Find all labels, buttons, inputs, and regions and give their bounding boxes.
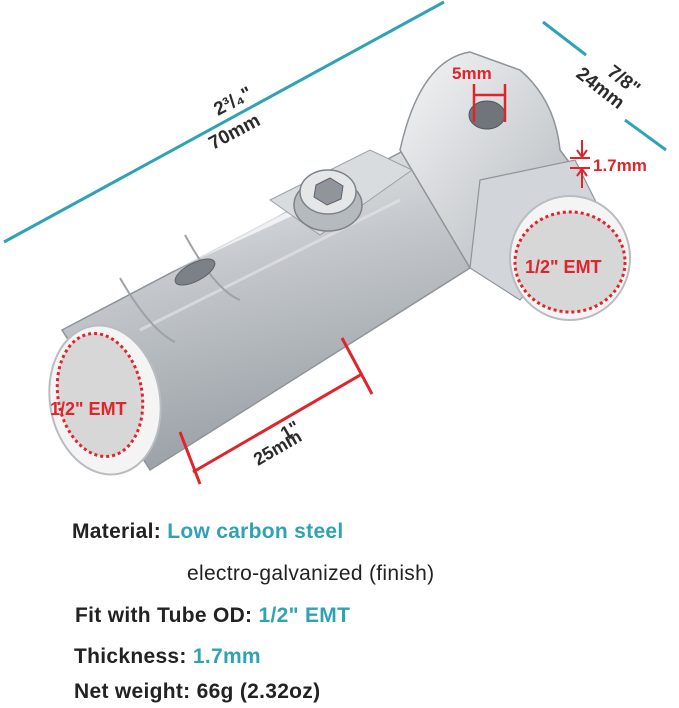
length-dimension-line <box>3 0 445 244</box>
pipe-fitting-illustration <box>48 51 631 476</box>
thickness-value: 1.7mm <box>192 645 261 668</box>
left-bore-marker <box>55 332 145 458</box>
right-bore-label: 1/2" EMT <box>525 257 602 277</box>
spec-thickness: Thickness: 1.7mm <box>74 645 261 669</box>
product-dimension-diagram: 2³/₄" 70mm 7/8" 24mm 5mm 1.7mm 1/2" EMT … <box>3 0 667 485</box>
width-dimension-line-lower <box>624 118 667 152</box>
thickness-label: Thickness: <box>74 645 187 668</box>
right-bore-marker <box>513 210 627 314</box>
weight-value: Net weight: 66g (2.32oz) <box>74 680 321 703</box>
slot-width-label: 5mm <box>452 64 492 83</box>
spec-weight: Net weight: 66g (2.32oz) <box>74 680 320 704</box>
width-dimension-line-upper <box>542 20 587 57</box>
spec-finish: electro-galvanized (finish) <box>187 562 434 586</box>
finish-value: electro-galvanized (finish) <box>187 562 435 585</box>
material-label: Material: <box>72 520 162 543</box>
material-value: Low carbon steel <box>167 520 344 543</box>
wall-arrow-down <box>576 140 588 159</box>
wall-thickness-label: 1.7mm <box>593 156 647 175</box>
dimension-lines <box>3 0 667 485</box>
fit-label: Fit with Tube OD: <box>75 604 253 627</box>
socket-depth-dimension-line <box>192 372 363 474</box>
wall-arrow-up <box>576 167 588 188</box>
spec-material: Material: Low carbon steel <box>72 520 344 544</box>
fit-value: 1/2" EMT <box>258 604 351 627</box>
left-bore-label: 1/2" EMT <box>50 399 127 419</box>
spec-fit: Fit with Tube OD: 1/2" EMT <box>75 604 350 628</box>
